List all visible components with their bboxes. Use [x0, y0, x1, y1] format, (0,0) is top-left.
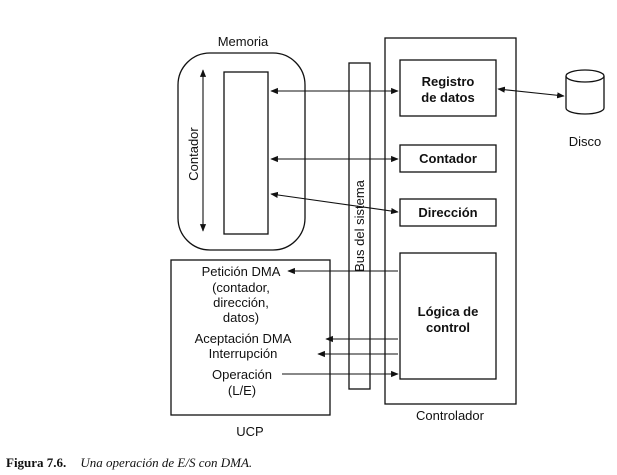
dma-request-label-3: dirección, [213, 295, 269, 310]
figure-number: Figura 7.6. [6, 455, 66, 470]
cpu-box [170, 259, 331, 416]
dma-request-label-2: (contador, [212, 280, 270, 295]
figure-text: Una operación de E/S con DMA. [80, 455, 252, 470]
dma-request-label-4: datos) [223, 310, 259, 325]
counter-register-label: Contador [419, 151, 477, 166]
data-register-label: Registro [422, 74, 475, 89]
address-register-box [399, 198, 497, 227]
operation-label-2: (L/E) [228, 383, 256, 398]
data-register-label-2: de datos [421, 90, 474, 105]
counter-register-box [399, 144, 497, 173]
disk-link-arrow [497, 86, 565, 99]
dma-ack-label: Aceptación DMA [195, 331, 292, 346]
dma-request-label: Petición DMA [202, 264, 281, 279]
control-logic-label-2: control [426, 320, 470, 335]
cpu-title: UCP [236, 424, 263, 439]
interrupt-label: Interrupción [209, 346, 278, 361]
bus-label: Bus del sistema [352, 179, 367, 272]
system-bus [348, 62, 371, 390]
memory-inner-block [223, 71, 269, 235]
data-register-box [399, 59, 497, 117]
figure-caption: Figura 7.6. Una operación de E/S con DMA… [6, 454, 252, 471]
memory-address-arrow [270, 191, 399, 215]
address-register-label: Dirección [418, 205, 477, 220]
memory-counter-label: Contador [186, 127, 201, 181]
disk-icon [565, 69, 605, 115]
control-logic-box [399, 252, 497, 380]
control-logic-label: Lógica de [418, 304, 479, 319]
memory-title: Memoria [218, 34, 269, 49]
controller-title: Controlador [416, 408, 485, 423]
disk-label: Disco [569, 134, 602, 149]
operation-label: Operación [212, 367, 272, 382]
